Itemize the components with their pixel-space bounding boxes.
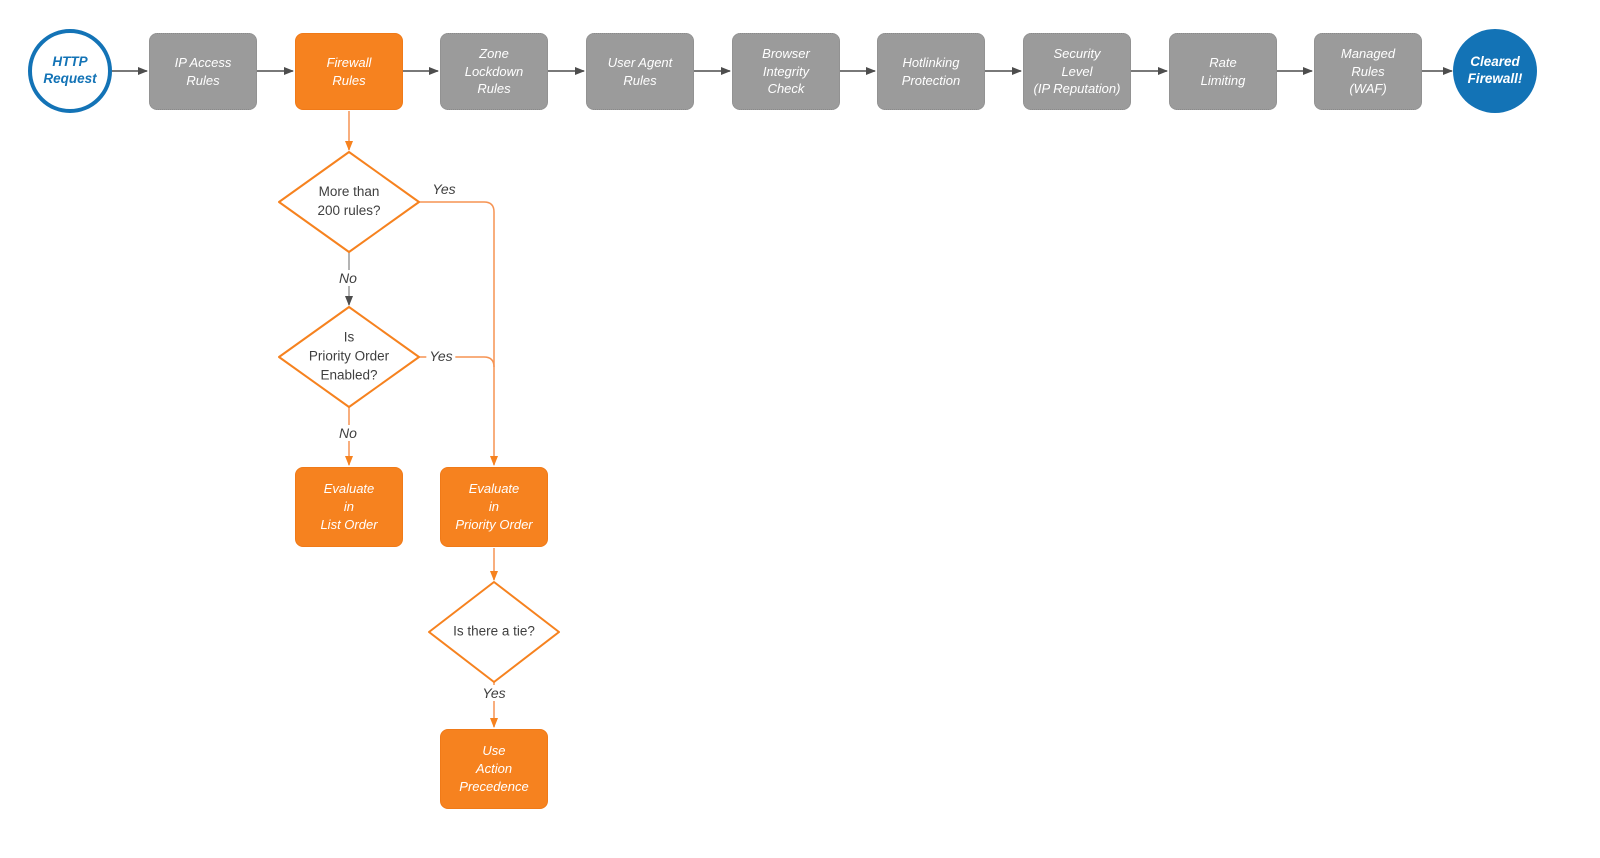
decision3-diamond — [428, 581, 560, 683]
stage-hotlinking-protection: Hotlinking Protection — [877, 33, 985, 110]
decision1-diamond — [278, 151, 420, 253]
decision2-label: Is Priority Order Enabled? — [308, 329, 390, 383]
decision2-diamond — [278, 306, 420, 408]
start-node-http-request: HTTP Request — [28, 29, 112, 113]
action-evaluate-priority-order: Evaluate in Priority Order — [440, 467, 548, 547]
stage-rate-limiting: Rate Limiting — [1169, 33, 1277, 110]
decision2-no-label: No — [336, 425, 360, 441]
stage-managed-rules-waf: Managed Rules (WAF) — [1314, 33, 1422, 110]
stage-security-level: Security Level (IP Reputation) — [1023, 33, 1131, 110]
decision-diamonds — [278, 151, 560, 683]
stage-firewall-rules: Firewall Rules — [295, 33, 403, 110]
stage-ip-access-rules: IP Access Rules — [149, 33, 257, 110]
stage-browser-integrity-check: Browser Integrity Check — [732, 33, 840, 110]
stage-zone-lockdown-rules: Zone Lockdown Rules — [440, 33, 548, 110]
wire-decision1-yes — [419, 201, 498, 466]
decision1-yes-label: Yes — [429, 181, 459, 197]
action-use-action-precedence: Use Action Precedence — [440, 729, 548, 809]
decision3-yes-label: Yes — [479, 685, 509, 701]
end-node-cleared-firewall: Cleared Firewall! — [1453, 29, 1537, 113]
decision1-label: More than 200 rules? — [317, 184, 381, 218]
decision3-label: Is there a tie? — [453, 623, 535, 639]
stage-user-agent-rules: User Agent Rules — [586, 33, 694, 110]
action-evaluate-list-order: Evaluate in List Order — [295, 467, 403, 547]
wire-decision2-yes-merge — [419, 356, 495, 368]
decision2-yes-label: Yes — [426, 348, 456, 364]
decision1-no-label: No — [336, 270, 360, 286]
